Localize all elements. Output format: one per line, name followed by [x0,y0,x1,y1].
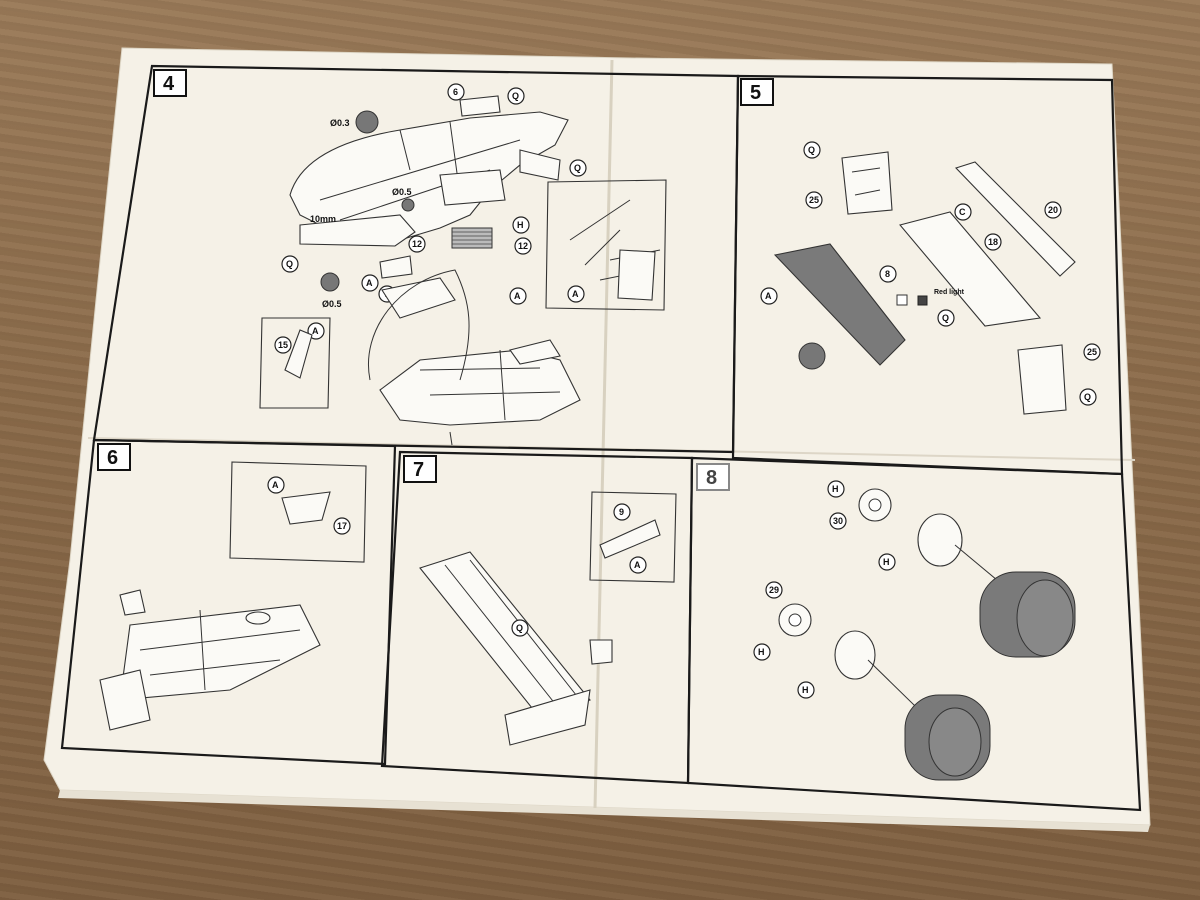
step-5-number: 5 [750,82,761,104]
step-8-number-box [696,463,730,491]
svg-text:20: 20 [1048,205,1058,215]
svg-text:25: 25 [809,195,819,205]
svg-text:30: 30 [833,516,843,526]
step-6-number: 6 [107,447,118,469]
part-12-grille [451,227,493,249]
svg-text:Q: Q [286,259,293,269]
svg-text:9: 9 [619,507,624,517]
part-15-pedal [284,329,313,379]
svg-text:H: H [517,220,524,230]
drill-mark-a [355,110,379,134]
red-light-note: Red light [934,289,965,296]
step-6-number-box [97,443,131,471]
svg-text:Q: Q [1084,392,1091,402]
step-8-upper-wheel-assembly [858,488,1076,658]
step-8-frame [686,456,1142,812]
step-6-chassis-drawing [99,589,321,731]
svg-text:H: H [883,557,890,567]
svg-text:25: 25 [1087,347,1097,357]
paper-under-edge [58,790,1150,832]
step-8-lower-wheel-assembly [778,603,991,781]
screw [449,431,453,446]
step-4-inset-pedals [259,317,331,409]
suspension-block [617,249,656,301]
fold-line-vertical [593,59,614,809]
step-4-undertray-drawing [368,269,581,426]
step-6-frame [60,438,397,766]
svg-text:H: H [832,484,839,494]
step-8-callouts: H 30 H 29 H H [753,480,896,699]
step-7-nose-wing-drawing [419,551,613,746]
drill-label-a: Ø0.3 [330,118,350,128]
svg-text:H: H [758,647,765,657]
measure-label: 10mm [310,214,336,224]
step-4-car-body-drawing [289,95,569,247]
step-5-rear-wing-drawing [773,151,1076,415]
svg-text:A: A [572,289,579,299]
svg-text:12: 12 [412,239,422,249]
svg-text:12: 12 [518,241,528,251]
svg-text:Q: Q [512,91,519,101]
step-6-callouts: A 17 [267,476,351,535]
step-5-number-box [740,78,774,106]
step-6-inset [229,461,367,563]
step-4-number-box [153,69,187,97]
svg-text:C: C [959,207,966,217]
svg-text:17: 17 [337,521,347,531]
svg-text:H: H [802,685,809,695]
svg-text:Q: Q [808,145,815,155]
svg-text:15: 15 [278,340,288,350]
svg-text:6: 6 [453,87,458,97]
step-7-number: 7 [413,459,424,481]
suspension-arms [569,199,661,281]
drill-label-b: Ø0.5 [392,187,412,197]
svg-text:Q: Q [574,163,581,173]
svg-text:A: A [634,560,641,570]
step-4-inset-suspension [545,179,667,311]
svg-text:A: A [272,480,279,490]
drill-mark-c [320,272,340,292]
svg-text:A: A [312,326,319,336]
svg-text:A: A [514,291,521,301]
svg-text:A: A [366,278,373,288]
drill-mark-b [401,198,415,212]
svg-text:18: 18 [988,237,998,247]
step-7-inset [589,491,677,583]
drill-label-c: Ø0.5 [322,299,342,309]
svg-text:Q: Q [942,313,949,323]
part-9-drawing [599,519,661,559]
svg-text:8: 8 [885,269,890,279]
svg-text:Q: Q [516,623,523,633]
svg-text:29: 29 [769,585,779,595]
step-5-callouts: Q 25 C 18 20 8 A Q 25 Q [760,141,1101,406]
svg-text:A: A [765,291,772,301]
grille-stripes [452,231,492,245]
step-7-callouts: 9 A Q [511,503,647,637]
step-8-number: 8 [706,467,717,489]
step-7-number-box [403,455,437,483]
part-17-drawing [281,491,331,525]
step-4-number: 4 [163,73,175,95]
step-4-small-part [379,255,413,279]
